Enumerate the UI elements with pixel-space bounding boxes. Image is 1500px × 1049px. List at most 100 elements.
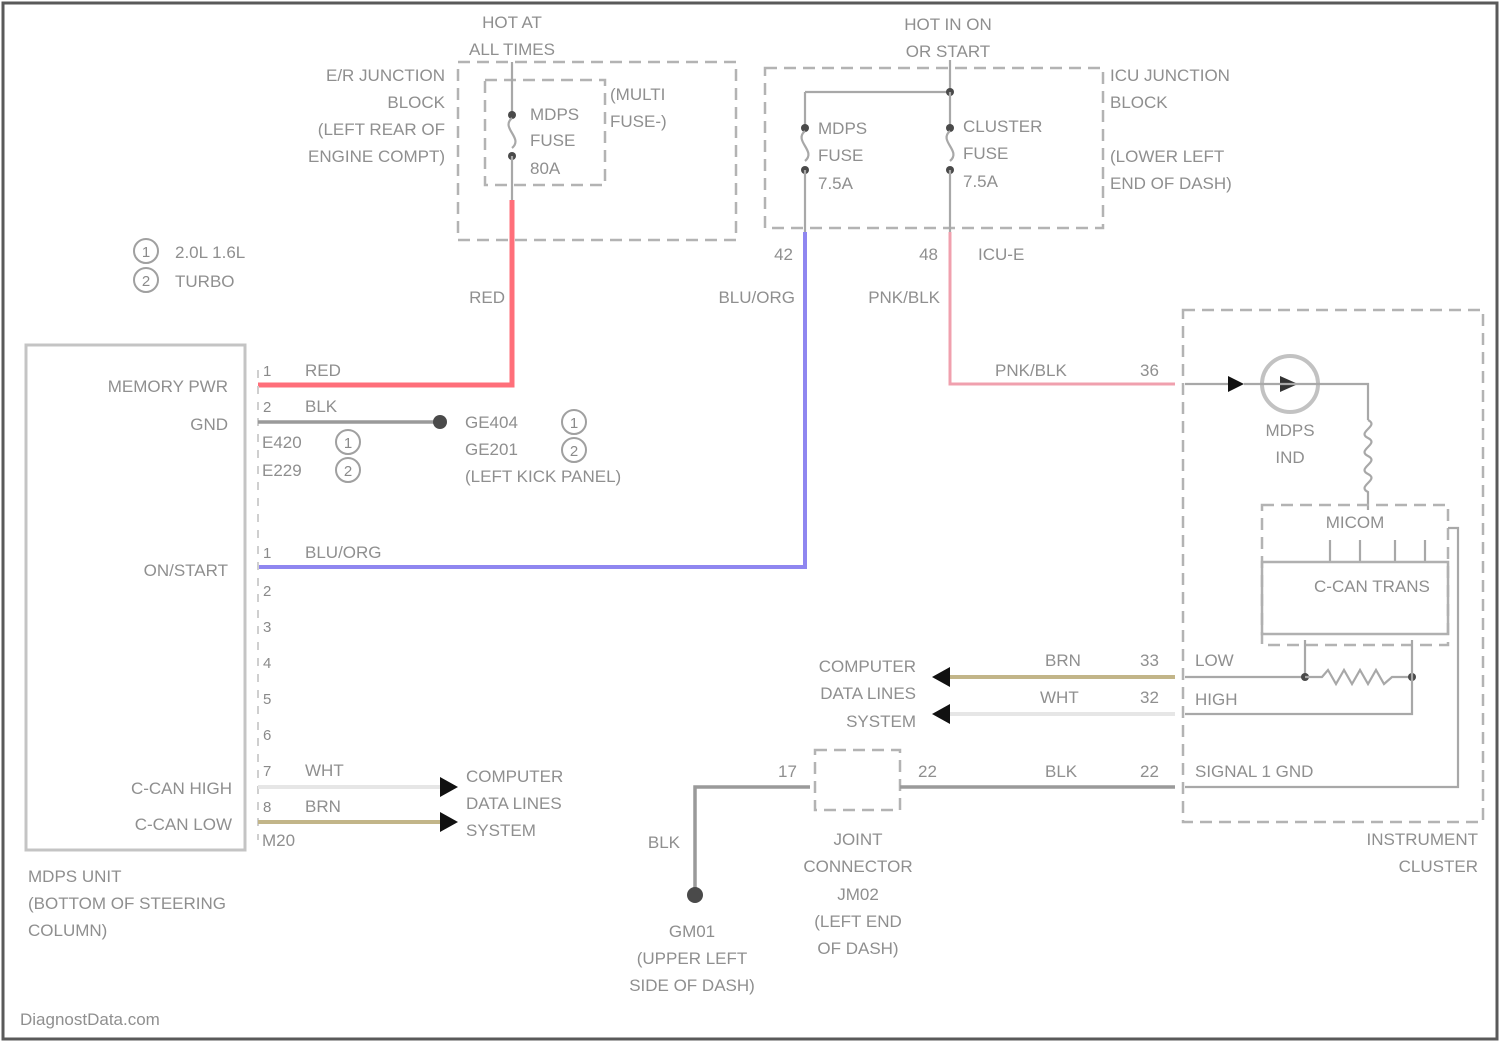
- mdps-ind-label-2: IND: [1275, 448, 1304, 467]
- red-short-label: RED: [305, 361, 341, 380]
- wire-red-label: RED: [469, 288, 505, 307]
- ring-3-num: 1: [344, 435, 352, 452]
- ring-2-num: 2: [570, 443, 578, 460]
- diagram-border: [3, 3, 1497, 1039]
- mdps-unit-caption-2: (BOTTOM OF STEERING: [28, 894, 226, 913]
- ejb-box: [458, 62, 736, 240]
- pin-3-label: 3: [263, 619, 271, 636]
- brn-right-label: BRN: [1045, 651, 1081, 670]
- mdps-unit-caption-3: COLUMN): [28, 921, 107, 940]
- instrument-cluster-label-1: INSTRUMENT: [1367, 830, 1478, 849]
- mdps-fuse-80a-icon: [508, 62, 516, 200]
- mdps-fuse-75-label-1: MDPS: [818, 119, 867, 138]
- pin-2-label: 2: [263, 583, 271, 600]
- ground-gm01-label-2: (UPPER LEFT: [637, 949, 748, 968]
- pin-33-label: 33: [1140, 651, 1159, 670]
- icu-label-4: END OF DASH): [1110, 174, 1232, 193]
- pin-5-label: 5: [263, 691, 271, 708]
- brn-short-label: BRN: [305, 797, 341, 816]
- pin2-top: 2: [263, 399, 271, 416]
- mdps-onstart-label: ON/START: [144, 561, 228, 580]
- mdps-gnd-label: GND: [190, 415, 228, 434]
- ccan-trans-label: C-CAN TRANS: [1314, 577, 1430, 596]
- legend-1-num: 1: [142, 244, 150, 261]
- micom-label: MICOM: [1326, 513, 1385, 532]
- resistor-icon: [1365, 420, 1372, 510]
- mdps-fuse-75-label-3: 7.5A: [818, 174, 854, 193]
- hot-in-on-label: HOT IN ON: [904, 15, 992, 34]
- ejb-label-4: ENGINE COMPT): [308, 147, 445, 166]
- joint-connector-label-4: (LEFT END: [814, 912, 902, 931]
- mdps-memory-pwr-label: MEMORY PWR: [108, 377, 228, 396]
- cluster-fuse-label-3: 7.5A: [963, 172, 999, 191]
- joint-connector-label-1: JOINT: [833, 830, 882, 849]
- icu-label-2: BLOCK: [1110, 93, 1168, 112]
- hot-at-all-times-label-2: ALL TIMES: [469, 40, 555, 59]
- ground-label-1: GE404: [465, 413, 518, 432]
- cluster-fuse-label-1: CLUSTER: [963, 117, 1042, 136]
- pin-22b-label: 22: [1140, 762, 1159, 781]
- pin-22a-label: 22: [918, 762, 937, 781]
- pin-32-label: 32: [1140, 688, 1159, 707]
- pin-4-label: 4: [263, 655, 271, 672]
- ground-splice-icon: [433, 415, 447, 429]
- high-label: HIGH: [1195, 690, 1238, 709]
- low-label: LOW: [1195, 651, 1234, 670]
- pin-6-label: 6: [263, 727, 271, 744]
- arrow-icon-4: [932, 667, 950, 687]
- termination-resistor-icon: [1305, 670, 1412, 684]
- pin-42-label: 42: [774, 245, 793, 264]
- legend-2-label: TURBO: [175, 272, 235, 291]
- signal-gnd-label: SIGNAL 1 GND: [1195, 762, 1313, 781]
- ejb-label-2: BLOCK: [387, 93, 445, 112]
- cluster-fuse-label-2: FUSE: [963, 144, 1008, 163]
- arrow-icon: [440, 777, 458, 797]
- blk-mid-label: BLK: [1045, 762, 1078, 781]
- pin-17-label: 17: [778, 762, 797, 781]
- blk-left-label: BLK: [648, 833, 681, 852]
- mdps-fuse-75-label-2: FUSE: [818, 146, 863, 165]
- pin-36-label: 36: [1140, 361, 1159, 380]
- mdps-ind-label-1: MDPS: [1265, 421, 1314, 440]
- cdl-left-label-3: SYSTEM: [466, 821, 536, 840]
- arrow-icon-2: [440, 812, 458, 832]
- legend-1-label: 2.0L 1.6L: [175, 243, 245, 262]
- ground-point-icon: [687, 887, 703, 903]
- ground-label-2: GE201: [465, 440, 518, 459]
- ejb-label-1: E/R JUNCTION: [326, 66, 445, 85]
- legend-2-num: 2: [142, 273, 150, 290]
- arrow-icon-5: [932, 704, 950, 724]
- multi-fuse-label-2: FUSE-): [610, 112, 667, 131]
- pin-48-label: 48: [919, 245, 938, 264]
- mdps-unit-caption-1: MDPS UNIT: [28, 867, 122, 886]
- hot-in-on-label-2: OR START: [906, 42, 990, 61]
- ejb-label-3: (LEFT REAR OF: [318, 120, 445, 139]
- pin-7-label: 7: [263, 763, 271, 780]
- e229-label: E229: [262, 461, 302, 480]
- joint-connector-label-5: OF DASH): [817, 939, 898, 958]
- instrument-cluster-label-2: CLUSTER: [1399, 857, 1478, 876]
- blk-short-label: BLK: [305, 397, 338, 416]
- mdps-fuse-80-label-1: MDPS: [530, 105, 579, 124]
- ground-label-3: (LEFT KICK PANEL): [465, 467, 621, 486]
- joint-connector-box: [815, 750, 900, 810]
- pin-8-label: 8: [263, 799, 271, 816]
- cdl-left-label-2: DATA LINES: [466, 794, 562, 813]
- mdps-fuse-80-label-3: 80A: [530, 159, 561, 178]
- e420-label: E420: [262, 433, 302, 452]
- ring-4-num: 2: [344, 463, 352, 480]
- cdl-left-label-1: COMPUTER: [466, 767, 563, 786]
- m20-label: M20: [262, 831, 295, 850]
- bluorg-short-label: BLU/ORG: [305, 543, 382, 562]
- pin1-bottom: 1: [263, 545, 271, 562]
- blk-ground-wire: [695, 787, 810, 895]
- joint-connector-label-3: JM02: [837, 885, 879, 904]
- mdps-ccan-high-label: C-CAN HIGH: [131, 779, 232, 798]
- lamp-return-wire: [1318, 384, 1368, 420]
- mdps-fuse-80-label-2: FUSE: [530, 131, 575, 150]
- hot-at-all-times-label: HOT AT: [482, 13, 542, 32]
- mdps-ccan-low-label: C-CAN LOW: [135, 815, 232, 834]
- ground-gm01-label: GM01: [669, 922, 715, 941]
- ccan-trans-box: [1262, 562, 1448, 634]
